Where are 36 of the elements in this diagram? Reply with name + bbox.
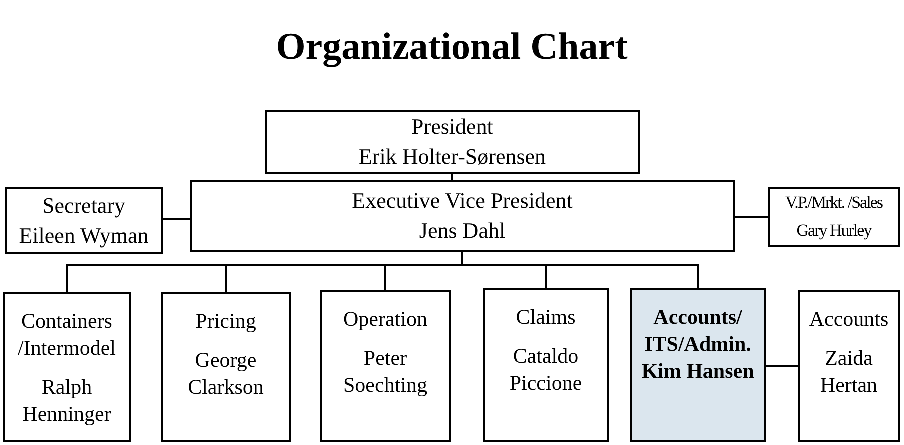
org-box <box>798 290 900 442</box>
person-name: Zaida Hertan <box>819 345 879 399</box>
person-name: Gary Hurley <box>796 220 872 242</box>
connector-line <box>163 218 190 220</box>
role-title: Executive Vice President <box>352 187 573 215</box>
connector-line <box>452 174 454 180</box>
connector-line <box>735 216 768 218</box>
role-title: Accounts <box>809 306 889 333</box>
person-name: Jens Dahl <box>419 217 506 245</box>
role-title: Accounts/ ITS/Admin. <box>644 304 752 358</box>
org-box <box>768 187 900 247</box>
org-box <box>190 180 735 252</box>
role-title: Pricing <box>196 308 256 335</box>
person-name: Kim Hansen <box>642 358 754 385</box>
org-box <box>265 110 640 174</box>
org-box <box>483 288 609 442</box>
connector-line <box>462 252 699 288</box>
org-box <box>320 290 451 442</box>
org-box <box>161 292 291 442</box>
person-name: Erik Holter-Sørensen <box>358 143 546 171</box>
role-title: Secretary <box>42 192 126 220</box>
role-title: V.P./Mrkt. /Sales <box>786 192 882 214</box>
org-box <box>5 187 163 254</box>
role-title: President <box>412 113 494 141</box>
person-name: Eileen Wyman <box>19 222 149 250</box>
role-title: Claims <box>516 304 576 331</box>
role-title: Operation <box>344 306 428 333</box>
highlighted-box <box>630 288 766 442</box>
chart-title: Organizational Chart <box>275 28 629 66</box>
person-name: George Clarkson <box>187 347 265 401</box>
role-title: Containers /Intermodel <box>17 308 117 362</box>
person-name: Peter Soechting <box>342 345 428 399</box>
person-name: Cataldo Piccione <box>508 343 584 397</box>
person-name: Ralph Henninger <box>22 374 112 428</box>
org-box <box>3 292 131 442</box>
connector-line <box>766 365 798 367</box>
